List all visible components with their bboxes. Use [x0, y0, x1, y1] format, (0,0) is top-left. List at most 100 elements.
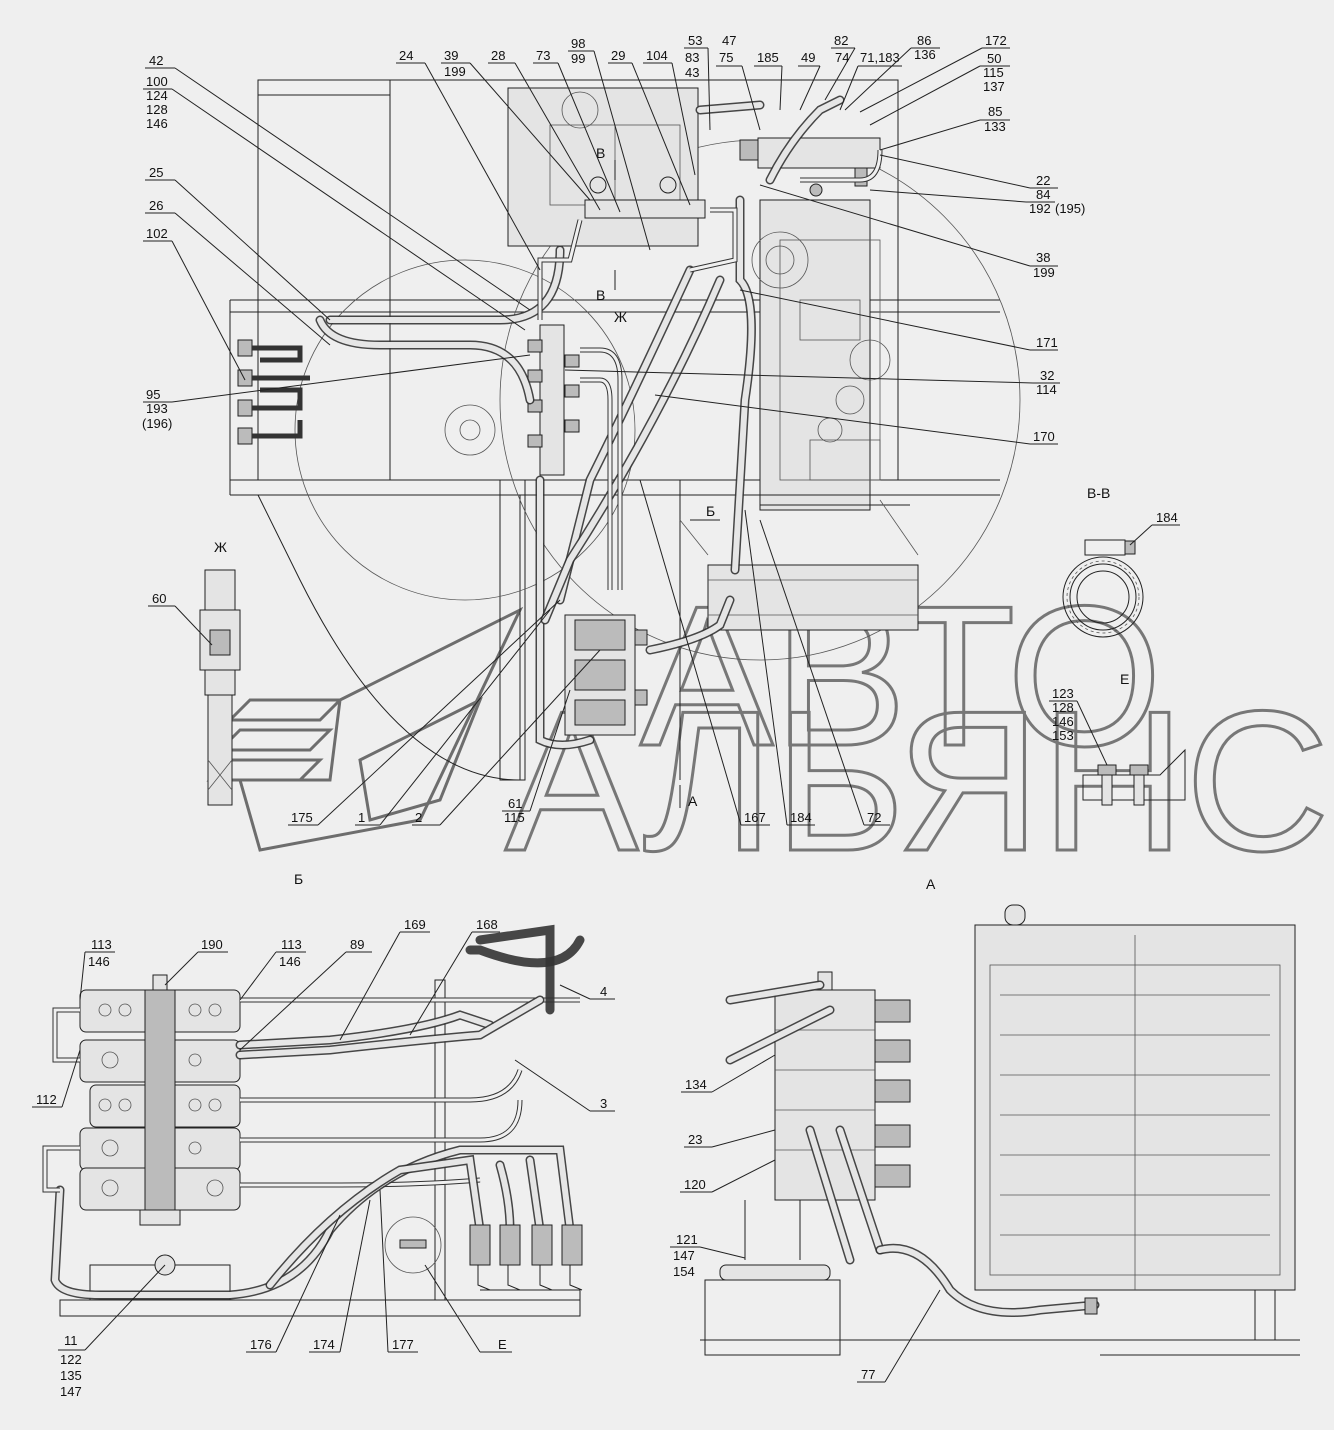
callout-60: 60 [152, 591, 166, 606]
engine [751, 199, 910, 511]
callouts: 42 100 124 128 146 25 26 102 95 193 (196… [32, 33, 1180, 1399]
hydraulic-tank [507, 87, 699, 247]
callout-153: 153 [1052, 728, 1074, 743]
view-arrow-a: А [688, 793, 698, 809]
section-arrow-v-bottom: В [596, 287, 605, 303]
callout-28: 28 [491, 48, 505, 63]
callout-73: 73 [536, 48, 550, 63]
radiator-base [707, 564, 919, 631]
callout-113-b: 113 [281, 937, 302, 952]
callout-38: 38 [1036, 250, 1050, 265]
callout-146-b: 146 [1052, 714, 1074, 729]
callout-196: (196) [142, 416, 172, 431]
callout-85: 85 [988, 104, 1002, 119]
callout-146-c: 146 [88, 954, 110, 969]
view-labels: Б А Ж В-В Е В В Б А Ж [214, 145, 1129, 892]
callout-128: 128 [146, 102, 168, 117]
callout-11: 11 [64, 1333, 78, 1348]
callout-e-detail: Е [498, 1337, 507, 1352]
detail-zh [199, 569, 241, 806]
callout-24: 24 [399, 48, 413, 63]
callout-176: 176 [250, 1337, 272, 1352]
hoses-a [725, 980, 1100, 1317]
callout-104: 104 [646, 48, 668, 63]
callout-39: 39 [444, 48, 458, 63]
callout-84: 84 [1036, 187, 1050, 202]
wheel-outline-left [294, 259, 636, 601]
callout-190: 190 [201, 937, 223, 952]
view-label-a: А [926, 876, 936, 892]
callout-43: 43 [685, 65, 699, 80]
callout-134: 134 [685, 1077, 707, 1092]
callout-199-b: 199 [1033, 265, 1055, 280]
callout-89: 89 [350, 937, 364, 952]
hoses-b [42, 924, 585, 1300]
callout-147-b: 147 [673, 1248, 695, 1263]
callout-3: 3 [600, 1096, 607, 1111]
main-view [229, 79, 1021, 781]
callout-120: 120 [684, 1177, 706, 1192]
callout-115-b: 115 [504, 810, 525, 825]
callout-47: 47 [722, 33, 736, 48]
callout-114: 114 [1036, 382, 1057, 397]
callout-135: 135 [60, 1368, 82, 1383]
radiator [974, 904, 1296, 1340]
callout-112: 112 [36, 1092, 57, 1107]
callout-195: (195) [1055, 201, 1085, 216]
callout-146: 146 [146, 116, 168, 131]
detail-e-marker [384, 1216, 442, 1274]
callout-136: 136 [914, 47, 936, 62]
callout-122: 122 [60, 1352, 82, 1367]
callout-25: 25 [149, 165, 163, 180]
callout-177: 177 [392, 1337, 414, 1352]
section-arrow-v-top: В [596, 145, 605, 161]
callout-184-a: 184 [1156, 510, 1178, 525]
callout-86: 86 [917, 33, 931, 48]
callout-95: 95 [146, 387, 160, 402]
view-b [42, 924, 585, 1317]
callout-102: 102 [146, 226, 168, 241]
distribution-manifold [539, 324, 565, 476]
view-a [700, 904, 1300, 1356]
detail-e-top [1082, 748, 1186, 806]
hub-left [444, 404, 496, 456]
callout-154: 154 [673, 1264, 695, 1279]
callout-184-b: 184 [790, 810, 812, 825]
section-vv [1062, 539, 1144, 638]
view-label-vv: В-В [1087, 485, 1110, 501]
callout-53: 53 [688, 33, 702, 48]
callout-128-b: 128 [1052, 700, 1074, 715]
view-arrow-b: Б [706, 503, 715, 519]
callout-26: 26 [149, 198, 163, 213]
callout-77: 77 [861, 1367, 875, 1382]
view-label-zh: Ж [214, 539, 227, 555]
callout-99: 99 [571, 51, 585, 66]
callout-137: 137 [983, 79, 1005, 94]
callout-192: 192 [1029, 201, 1051, 216]
callout-32: 32 [1040, 368, 1054, 383]
callout-42: 42 [149, 53, 163, 68]
callout-83: 83 [685, 50, 699, 65]
callout-82: 82 [834, 33, 848, 48]
callout-23: 23 [688, 1132, 702, 1147]
callout-2: 2 [415, 810, 422, 825]
callout-171: 171 [1036, 335, 1058, 350]
callout-71-183: 71,183 [860, 50, 900, 65]
callout-170: 170 [1033, 429, 1055, 444]
valve-stack-b [79, 974, 241, 1276]
callout-22: 22 [1036, 173, 1050, 188]
callout-72: 72 [867, 810, 881, 825]
callout-74: 74 [835, 50, 849, 65]
callout-50: 50 [987, 51, 1001, 66]
callout-75: 75 [719, 50, 733, 65]
callout-169: 169 [404, 917, 426, 932]
callout-121: 121 [676, 1232, 698, 1247]
callout-49: 49 [801, 50, 815, 65]
view-label-e: Е [1120, 671, 1129, 687]
callout-133: 133 [984, 119, 1006, 134]
view-arrow-zh: Ж [614, 309, 627, 325]
callout-175: 175 [291, 810, 313, 825]
callout-113-a: 113 [91, 937, 112, 952]
callout-115-a: 115 [983, 65, 1004, 80]
